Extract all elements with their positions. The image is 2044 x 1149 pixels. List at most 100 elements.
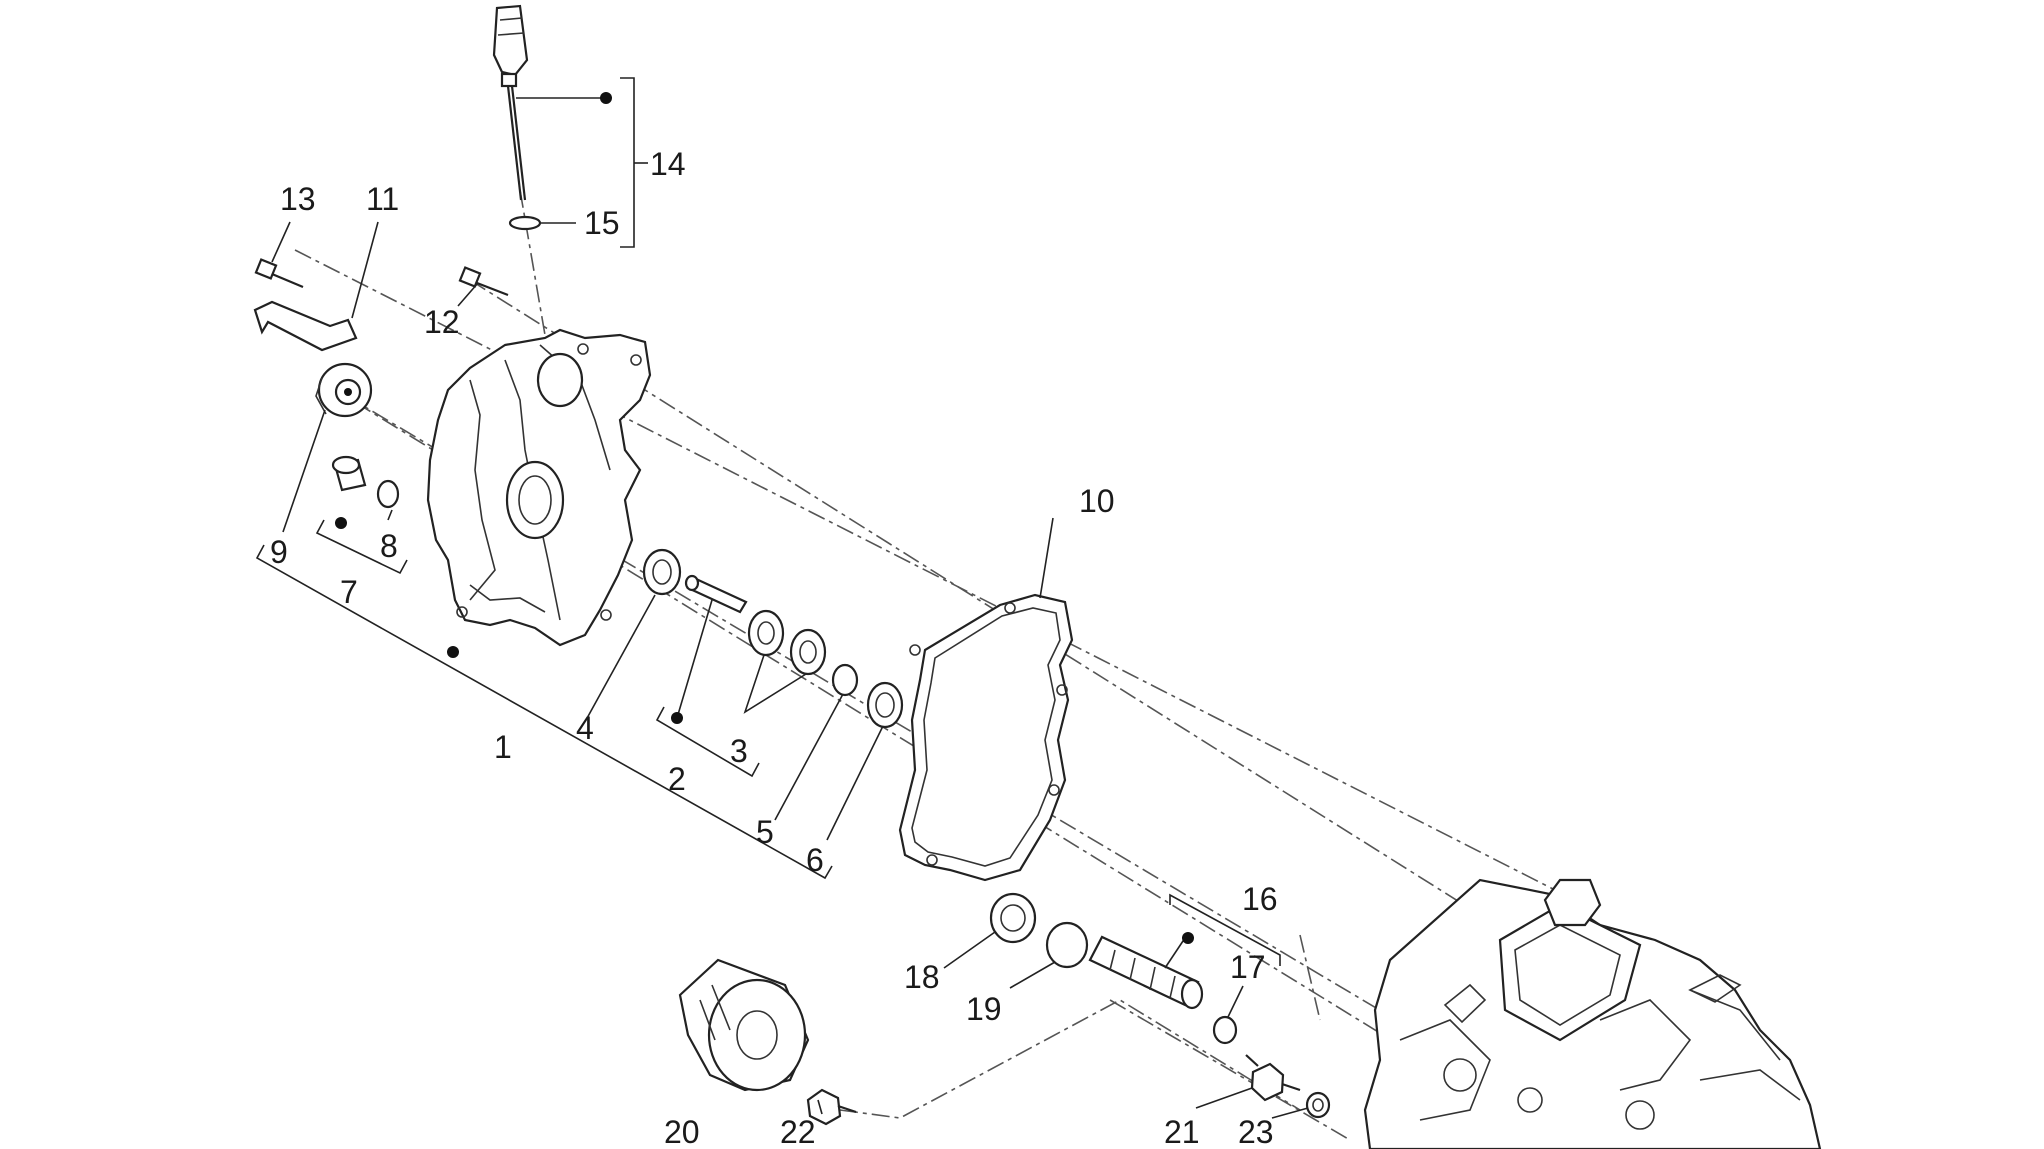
callout-2: 2 [668,761,686,797]
axis-line-drain [839,999,1301,1119]
leader-16-dot [1182,932,1194,944]
washer-23-part [1305,1091,1331,1119]
oring-17-part [1212,1015,1238,1045]
callout-15: 15 [584,205,620,241]
shaft-2-end [684,574,700,592]
callout-7: 7 [340,574,358,610]
bearing-3a-outer [747,609,785,657]
leader-3 [743,654,807,714]
leader-17 [1227,985,1244,1018]
fitting-22-thread [837,1104,857,1114]
leader-11 [351,221,379,319]
engine-hose-stub [1688,974,1742,1003]
bearing-3b-outer [789,628,827,676]
washer-23-hole [1312,1098,1324,1112]
engine-lower-housing [1399,1019,1491,1121]
fitting-22-part [806,1088,857,1126]
plug-7-part [331,455,367,492]
oil-filter-20-face [707,978,807,1092]
leader-21 [1195,1087,1253,1109]
bolt-13-part [254,258,304,289]
callout-labels: 13 11 12 14 15 9 8 7 1 4 2 3 5 6 10 16 1… [270,146,1278,1149]
callout-6: 6 [806,842,824,878]
cover-rib-1 [469,379,496,601]
shaft-2-part [684,574,748,614]
oring-19-shape [1045,921,1089,969]
leader-18 [943,931,996,969]
oil-filter-20-part [678,958,810,1092]
callout-13: 13 [280,181,316,217]
gasket-10-inner [911,607,1061,867]
callout-3: 3 [730,733,748,769]
leader-lines [271,92,1309,1119]
callout-22: 22 [780,1114,816,1149]
bolt-13-head [254,258,278,280]
bearings-3-part [747,609,827,676]
callout-23: 23 [1238,1114,1274,1149]
sensor-21-thread [1281,1082,1301,1092]
leader-2-dot [671,712,683,724]
dipstick-part [492,4,542,231]
bushing-5-part [831,663,859,697]
bolt-13-shank [271,272,304,289]
leader-9 [282,409,326,533]
seal-6-inner [875,692,895,718]
axis-line-filter [1109,999,1351,1141]
bolt-12-shank [476,281,509,297]
gasket-hole-2 [1056,684,1068,696]
seal-6-outer [866,681,904,729]
callout-18: 18 [904,959,940,995]
oring-19-part [1045,921,1089,969]
engine-assembly-reference [1363,878,1822,1149]
washer-23-shape [1305,1091,1331,1119]
gasket-hole-1 [1004,602,1016,614]
callout-17: 17 [1230,949,1266,985]
leader-6 [826,725,884,841]
sensor-21-hex [1250,1062,1285,1102]
bracket-11-shape [253,300,358,352]
callout-9: 9 [270,534,288,570]
engine-boss-2 [1517,1087,1543,1113]
cover-lower-flange [469,584,546,613]
strainer-16-cap [1180,978,1204,1010]
gasket-hole-3 [1048,784,1060,796]
leader-7-dot [335,517,347,529]
oring-8-shape [376,479,400,509]
seal-18-part [989,892,1037,944]
bushing-5-shape [831,663,859,697]
callout-10: 10 [1079,483,1115,519]
bracket-14 [620,77,635,248]
cover-bolt-hole-1 [577,343,589,355]
leader-13 [271,221,291,263]
callout-1: 1 [494,729,512,765]
leader-2 [676,599,713,719]
dipstick-cap-shape [492,4,529,77]
fitting-22-hex [806,1088,842,1126]
bolt-12-part [458,266,509,297]
leader-10 [1039,517,1054,599]
engine-boss-1 [1443,1058,1477,1092]
cover-boss-inner [518,475,552,525]
pump-9-flange [315,377,327,415]
bearing-3a-inner [757,621,775,645]
seal-4-inner [652,559,672,585]
dipstick-rod-shape [506,85,523,201]
callout-14: 14 [650,146,686,182]
bracket-2 [655,706,760,778]
seal-6-part [866,681,904,729]
callout-20: 20 [664,1114,700,1149]
leader-1-dot [447,646,459,658]
engine-connector [1543,878,1602,927]
sensor-21-tip [1245,1054,1259,1067]
leader-5 [774,693,844,821]
leader-8 [387,509,393,521]
callout-11: 11 [366,181,399,217]
seal-18-outer [989,892,1037,944]
crankcase-cover-part [426,328,652,647]
plug-7-top [331,455,361,475]
engine-side-plate [1599,999,1692,1091]
bearing-3b-inner [799,640,817,664]
engine-frame-tubes [1689,989,1801,1101]
